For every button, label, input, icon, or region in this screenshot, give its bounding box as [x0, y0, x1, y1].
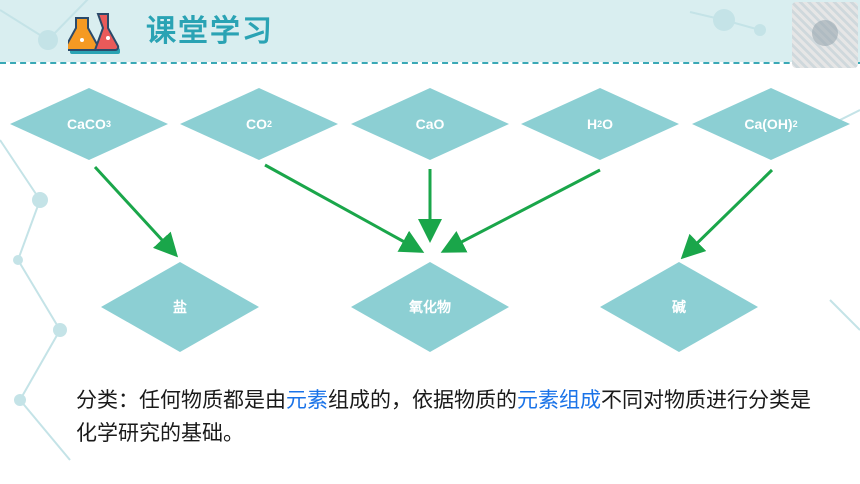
- chemistry-thumbnail-image: [792, 2, 858, 68]
- diamond-salt: 盐: [101, 262, 259, 352]
- formula-label-cao: CaO: [415, 116, 445, 132]
- category-label-base: 碱: [672, 299, 686, 315]
- arrow-caco3-to-salt: [93, 165, 179, 258]
- category-label-salt: 盐: [173, 299, 187, 315]
- highlight-element-composition: 元素组成: [517, 388, 601, 412]
- diamond-cao: CaO: [351, 88, 509, 160]
- diamond-caoh2: Ca(OH)2: [692, 88, 850, 160]
- arrow-co2-to-oxide: [264, 163, 425, 253]
- arrow-caoh2-to-base: [680, 168, 774, 260]
- diamond-oxide: 氧化物: [351, 262, 509, 352]
- header-divider: [0, 62, 860, 64]
- arrow-h2o-to-oxide: [440, 168, 601, 253]
- classification-caption: 分类：任何物质都是由元素组成的，依据物质的元素组成不同对物质进行分类是化学研究的…: [76, 388, 811, 445]
- diamond-base: 碱: [600, 262, 758, 352]
- page-title: 课堂学习: [146, 14, 274, 49]
- flask-icon: [68, 13, 120, 54]
- formula-label-caoh2: Ca(OH)2: [744, 116, 798, 132]
- highlight-element: 元素: [286, 388, 328, 412]
- category-label-oxide: 氧化物: [409, 299, 451, 315]
